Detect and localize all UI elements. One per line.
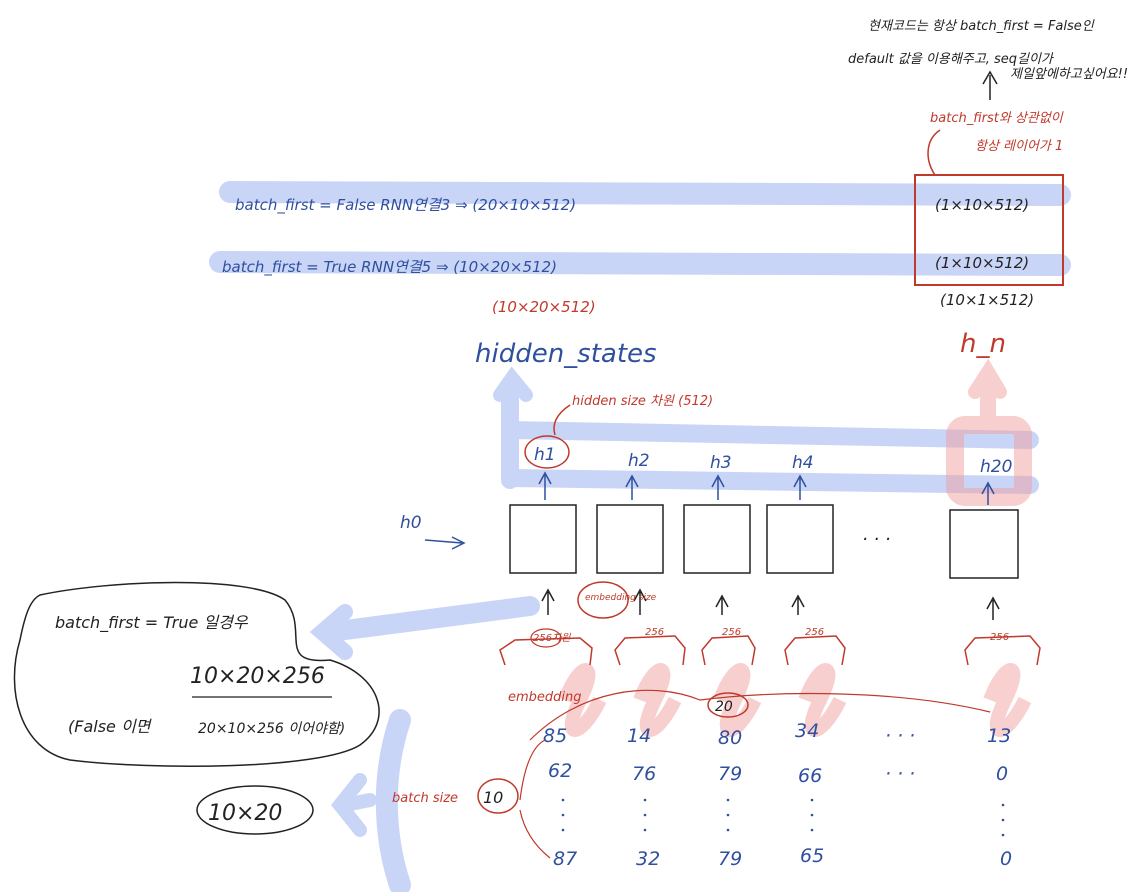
h4-label: h4	[792, 453, 814, 473]
bubble-line-4: 20×10×256 이어야함)	[198, 721, 345, 737]
grid-r2-dots: · · ·	[885, 763, 915, 785]
grid-r1-c2: 14	[627, 725, 651, 747]
embedding-size-circle	[577, 581, 629, 619]
row-batch-first-true: batch_first = True RNN연결5 ⇒ (10×20×512)	[222, 258, 557, 277]
dim-label-1: 256차원	[533, 632, 571, 644]
bubble-line-3: (False 이면	[68, 717, 153, 736]
grid-r1-c1: 85	[543, 725, 567, 747]
grid-vertical-dots	[561, 798, 1005, 837]
box-note-arrow	[927, 129, 941, 176]
hidden-states-label: hidden_states	[475, 339, 657, 369]
grid-r2-c1: 62	[548, 760, 572, 782]
dim-label-4: 256	[805, 627, 824, 638]
embedding-size-label: embedding size	[585, 593, 657, 603]
twenty-circle	[707, 692, 749, 718]
grid-r1-dots: · · ·	[885, 725, 915, 747]
h1-label: h1	[534, 445, 556, 465]
grid-r1-c3: 80	[718, 727, 742, 749]
hidden-state-labels: h1 h2 h3 h4 h20	[524, 435, 1012, 477]
dim-label-2: 256	[645, 627, 664, 638]
dim-label-3: 256	[722, 627, 741, 638]
grid-r2-c3: 79	[718, 763, 742, 785]
small-bubble	[196, 785, 314, 835]
rnn-cell-4	[766, 504, 834, 574]
h1-circle	[524, 435, 570, 469]
hn-shape-true: (1×10×512)	[935, 254, 1029, 272]
grid-r2-c2: 76	[632, 763, 656, 785]
hn-shape-under: (10×1×512)	[940, 291, 1034, 309]
cell-output-arrows	[538, 471, 995, 505]
ten-label: 10	[483, 788, 503, 807]
grid-r1-c4: 34	[795, 720, 819, 742]
grid-r2-c4: 66	[798, 765, 822, 787]
h2-label: h2	[628, 451, 650, 471]
bubble-line-2: 10×20×256	[190, 664, 325, 689]
h0-arrow	[424, 536, 466, 550]
shape-rows: batch_first = False RNN연결3 ⇒ (20×10×512)…	[222, 196, 1034, 316]
row-batch-first-false: batch_first = False RNN연결3 ⇒ (20×10×512)	[235, 196, 576, 215]
h-n-label: h_n	[960, 329, 1006, 359]
cell-input-arrows	[541, 588, 1000, 620]
h20-label: h20	[980, 457, 1012, 477]
batch-size-label: batch size	[392, 791, 458, 806]
box-note-line-2: 항상 레이어가 1	[975, 139, 1063, 154]
top-note-arrow	[982, 70, 998, 100]
rnn-cell-20	[949, 509, 1019, 579]
hn-shape-box	[914, 174, 1064, 286]
grid-r1-c5: 13	[987, 725, 1011, 747]
top-note: 현재코드는 항상 batch_first = False인 default 값을…	[848, 19, 1128, 82]
hn-shape-false: (1×10×512)	[935, 196, 1029, 214]
top-note-line-1: 현재코드는 항상 batch_first = False인	[868, 19, 1095, 34]
token-grid: 85 14 80 34 13 · · · 62 76 79 66 0 · · ·…	[543, 720, 1012, 870]
bubble-outline	[13, 581, 380, 767]
dim-label-20: 256	[990, 632, 1009, 643]
grid-rn-c4: 65	[800, 845, 824, 867]
hidden-size-note: hidden size 차원 (512)	[572, 394, 713, 409]
grid-rn-c2: 32	[636, 848, 660, 870]
h3-label: h3	[710, 453, 732, 473]
grid-rn-c3: 79	[718, 848, 742, 870]
dim-labels: 256차원 256 256 256 256	[533, 627, 1009, 644]
rnn-cells	[509, 504, 1019, 579]
grid-rn-c1: 87	[553, 848, 577, 870]
box-note: batch_first와 상관없이 항상 레이어가 1	[930, 111, 1064, 154]
h0-label: h0	[400, 513, 422, 533]
small-bubble-text: 10×20	[208, 801, 282, 826]
embedding-curve	[529, 689, 991, 741]
grid-r2-c5: 0	[996, 763, 1008, 785]
bubble-line-1: batch_first = True 일경우	[55, 613, 249, 633]
red-highlights	[558, 358, 1032, 737]
top-note-line-3: 제일앞에하고싶어요!!	[1010, 67, 1128, 82]
embedding-brackets	[499, 635, 1041, 666]
ten-circle	[477, 778, 519, 814]
embedding-label: embedding	[508, 690, 582, 705]
rnn-cell-2	[596, 504, 664, 574]
rnn-cell-1	[509, 504, 577, 574]
box-note-line-1: batch_first와 상관없이	[930, 111, 1064, 126]
grid-rn-c5: 0	[1000, 848, 1012, 870]
hidden-states-shape: (10×20×512)	[492, 298, 596, 316]
blue-highlights	[209, 181, 1071, 892]
twenty-label: 20	[715, 699, 733, 715]
rnn-cell-3	[683, 504, 751, 574]
top-note-line-2: default 값을 이용해주고, seq길이가	[848, 52, 1055, 67]
cell-ellipsis: · · ·	[862, 529, 891, 550]
bubble-text: batch_first = True 일경우 10×20×256 (False …	[55, 613, 345, 737]
